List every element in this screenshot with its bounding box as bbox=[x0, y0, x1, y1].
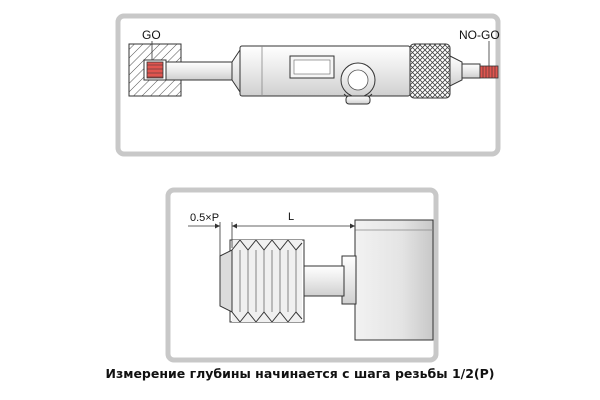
length-label: L bbox=[288, 211, 294, 223]
gauge-block bbox=[354, 219, 434, 341]
caption: Измерение глубины начинается с шага резь… bbox=[105, 366, 495, 381]
thread-gauge bbox=[165, 43, 499, 105]
knurled-grip bbox=[409, 43, 451, 99]
go-shaft bbox=[165, 61, 233, 81]
depth-panel: 0.5×P L bbox=[165, 187, 439, 363]
offset-label: 0.5×P bbox=[190, 212, 219, 224]
go-thread-highlight bbox=[146, 61, 164, 79]
nogo-label: NO-GO bbox=[459, 28, 500, 42]
plug-neck bbox=[303, 265, 345, 297]
go-label: GO bbox=[142, 28, 161, 42]
thread-plug bbox=[219, 239, 305, 323]
gauge-panel: GO NO-GO bbox=[115, 13, 501, 157]
